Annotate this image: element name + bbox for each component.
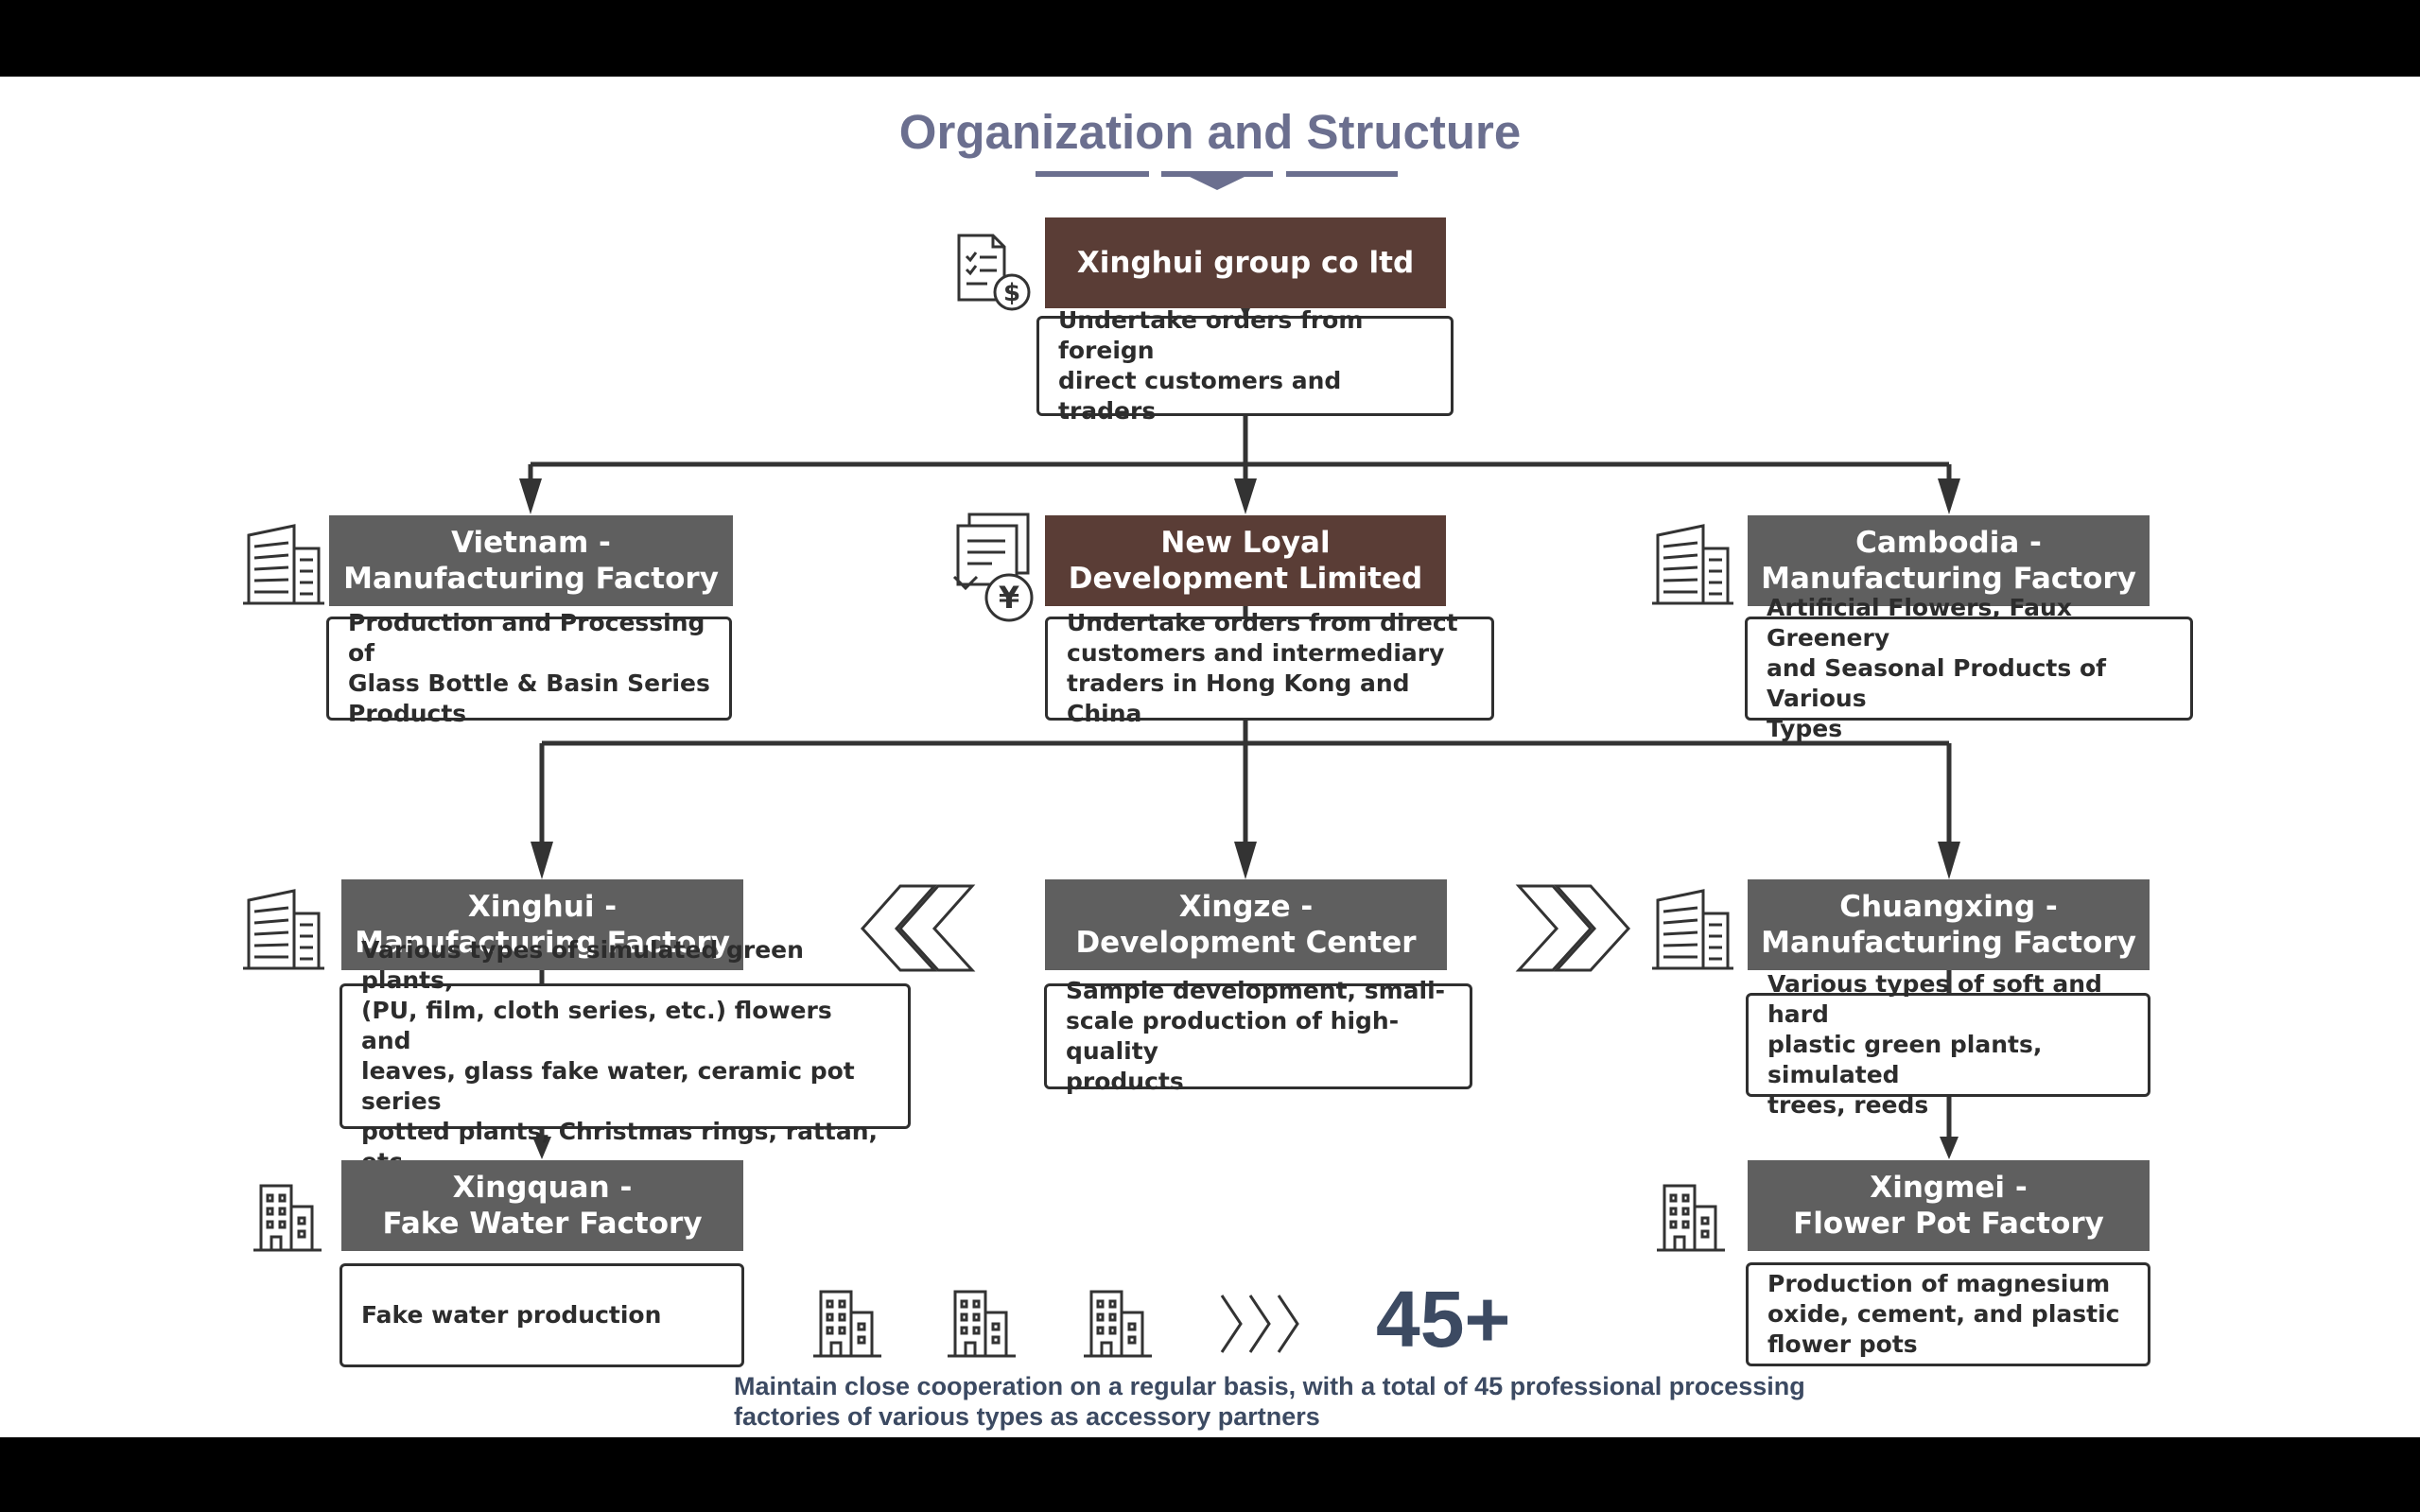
svg-text:$: $ — [1003, 279, 1020, 307]
node-chuangxing-name: Chuangxing - — [1839, 890, 2058, 924]
node-xinghui-header: Xinghui - Manufacturing Factory — [341, 879, 743, 970]
svg-text:¥: ¥ — [999, 580, 1019, 616]
node-cambodia-name: Cambodia - — [1855, 526, 2042, 560]
node-xingmei-header: Xingmei - Flower Pot Factory — [1748, 1160, 2150, 1251]
node-xingmei-name: Flower Pot Factory — [1793, 1207, 2104, 1241]
desc-line: plastic green plants, simulated — [1767, 1031, 2043, 1088]
desc-line: traders in Hong Kong and China — [1067, 669, 1410, 727]
document-yen-icon: ¥ — [952, 513, 1034, 622]
page-title: Organization and Structure — [898, 105, 1522, 159]
desc-line: direct customers and traders — [1058, 367, 1342, 425]
partner-count: 45+ — [1376, 1275, 1511, 1364]
node-xingze-name: Xingze - — [1178, 890, 1314, 924]
node-cambodia-header: Cambodia - Manufacturing Factory — [1748, 515, 2150, 606]
desc-line: Undertake orders from direct — [1067, 609, 1458, 636]
chevron-left-icon — [860, 884, 976, 972]
chevron-right-icon — [1515, 884, 1631, 972]
node-newloyal-desc: Undertake orders from direct customers a… — [1045, 609, 1494, 727]
desc-line: Fake water production — [361, 1301, 662, 1329]
footer-line: Maintain close cooperation on a regular … — [734, 1372, 1805, 1400]
node-xingmei-name: Xingmei - — [1870, 1171, 2028, 1205]
node-xingze-desc: Sample development, small- scale product… — [1044, 977, 1472, 1095]
desc-line: Production and Processing of — [348, 609, 705, 667]
node-xinghui-name: Xinghui - — [467, 890, 618, 924]
building-icon — [243, 889, 324, 970]
small-building-icon — [1084, 1290, 1152, 1358]
invoice-dollar-icon: $ — [957, 234, 1031, 311]
node-xingze-name: Development Center — [1075, 926, 1417, 960]
node-newloyal-header: New Loyal Development Limited — [1045, 515, 1446, 606]
small-building-icon — [813, 1290, 881, 1358]
footer-note: Maintain close cooperation on a regular … — [734, 1371, 1805, 1432]
triple-arrow-icon — [1220, 1295, 1299, 1353]
desc-line: Artificial Flowers, Faux Greenery — [1767, 594, 2072, 652]
desc-line: customers and intermediary — [1067, 639, 1445, 667]
node-vietnam-name: Manufacturing Factory — [343, 562, 719, 596]
building-icon — [243, 524, 324, 605]
desc-line: Production of magnesium — [1767, 1270, 2111, 1297]
node-group-name: Xinghui group co ltd — [1076, 246, 1415, 280]
building-icon — [1652, 889, 1733, 970]
desc-line: leaves, glass fake water, ceramic pot se… — [361, 1057, 855, 1115]
title-underline-left — [1036, 171, 1149, 177]
desc-line: (PU, film, cloth series, etc.) flowers a… — [361, 997, 832, 1054]
title-underline-right — [1286, 171, 1398, 177]
desc-line: Various types of soft and hard — [1767, 970, 2102, 1028]
desc-line: Various types of simulated green plants, — [361, 936, 804, 994]
node-vietnam-name: Vietnam - — [451, 526, 611, 560]
node-vietnam-desc: Production and Processing of Glass Bottl… — [326, 609, 732, 727]
small-building-icon — [948, 1290, 1016, 1358]
node-chuangxing-desc: Various types of soft and hard plastic g… — [1746, 970, 2150, 1119]
desc-line: scale production of high-quality — [1066, 1007, 1400, 1065]
node-chuangxing-name: Manufacturing Factory — [1761, 926, 2136, 960]
node-xingquan-name: Fake Water Factory — [382, 1207, 703, 1241]
node-xingquan-name: Xingquan - — [452, 1171, 633, 1205]
node-xinghui-desc: Various types of simulated green plants,… — [339, 936, 911, 1175]
node-group-desc: Undertake orders from foreign direct cus… — [1036, 306, 1454, 425]
node-group-header: Xinghui group co ltd — [1045, 217, 1446, 308]
node-xingmei-desc: Production of magnesium oxide, cement, a… — [1746, 1262, 2150, 1366]
node-chuangxing-header: Chuangxing - Manufacturing Factory — [1748, 879, 2150, 970]
node-cambodia-desc: Artificial Flowers, Faux Greenery and Se… — [1745, 594, 2193, 742]
desc-line: products — [1066, 1068, 1184, 1095]
title-pointer — [1190, 177, 1245, 190]
title-underline-center — [1161, 171, 1273, 177]
node-xingze-header: Xingze - Development Center — [1045, 879, 1447, 970]
node-vietnam-header: Vietnam - Manufacturing Factory — [329, 515, 733, 606]
building-icon — [1652, 524, 1733, 605]
desc-line: trees, reeds — [1767, 1091, 1929, 1119]
desc-line: and Seasonal Products of Various — [1767, 654, 2107, 712]
node-xingquan-header: Xingquan - Fake Water Factory — [341, 1160, 743, 1251]
node-xinghui-name: Manufacturing Factory — [355, 926, 730, 960]
node-newloyal-name: Development Limited — [1068, 562, 1423, 596]
desc-line: Sample development, small- — [1066, 977, 1446, 1004]
small-building-icon — [1657, 1184, 1725, 1252]
desc-line: flower pots — [1767, 1330, 1918, 1358]
footer-line: factories of various types as accessory … — [734, 1402, 1320, 1431]
desc-line: Types — [1767, 715, 1843, 742]
node-newloyal-name: New Loyal — [1160, 526, 1331, 560]
desc-line: Glass Bottle & Basin Series — [348, 669, 710, 697]
small-building-icon — [253, 1184, 322, 1252]
node-xingquan-desc: Fake water production — [339, 1263, 744, 1367]
desc-line: oxide, cement, and plastic — [1767, 1300, 2120, 1328]
desc-line: Undertake orders from foreign — [1058, 306, 1364, 364]
desc-line: Products — [348, 700, 467, 727]
node-cambodia-name: Manufacturing Factory — [1761, 562, 2136, 596]
